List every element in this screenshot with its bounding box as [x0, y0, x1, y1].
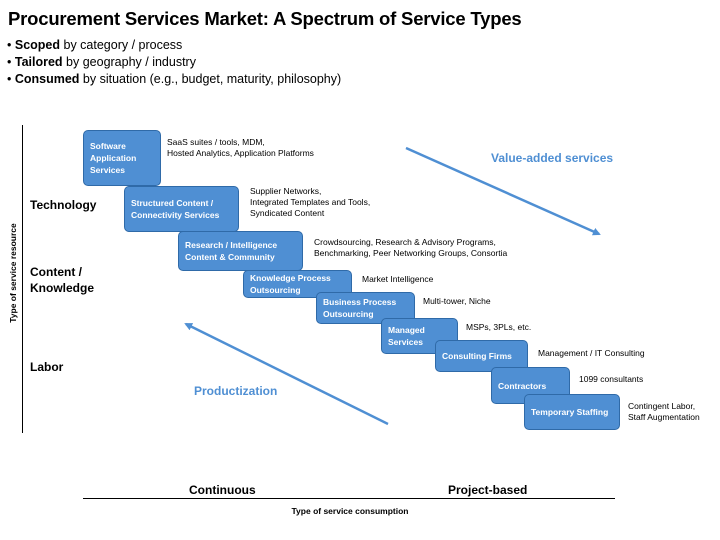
service-desc: MSPs, 3PLs, etc.: [466, 322, 532, 332]
service-research-intelligence: Research / Intelligence Content & Commun…: [178, 231, 303, 271]
bullet-item: • Scoped by category / process: [7, 38, 183, 52]
bullet-bold: Tailored: [14, 55, 63, 69]
service-desc: Multi-tower, Niche: [423, 296, 491, 306]
service-desc: Contingent Labor, Staff Augmentation: [628, 401, 700, 422]
value-added-arrow: [405, 146, 601, 236]
x-axis-line: [83, 498, 615, 499]
service-knowledge-process: Knowledge Process Outsourcing: [243, 270, 352, 298]
service-desc: SaaS suites / tools, MDM, Hosted Analyti…: [167, 137, 314, 158]
service-software-application: Software Application Services: [83, 130, 161, 186]
service-temporary-staffing: Temporary Staffing: [524, 394, 620, 430]
y-axis-line: [22, 125, 23, 433]
service-desc: Management / IT Consulting: [538, 348, 645, 358]
productization-label: Productization: [194, 384, 278, 398]
service-desc: 1099 consultants: [579, 374, 644, 384]
bullet-text: by situation (e.g., budget, maturity, ph…: [79, 72, 342, 86]
category-labor: Labor: [30, 360, 64, 374]
x-category-continuous: Continuous: [189, 483, 256, 497]
x-axis-title: Type of service consumption: [291, 506, 409, 516]
page-title: Procurement Services Market: A Spectrum …: [8, 8, 522, 29]
bullet-item: • Tailored by geography / industry: [7, 55, 196, 69]
category-content-knowledge: Content / Knowledge: [30, 265, 95, 295]
category-technology: Technology: [30, 198, 97, 212]
service-desc: Supplier Networks, Integrated Templates …: [250, 186, 371, 218]
productization-arrow: [184, 322, 389, 426]
bullet-bold: Consumed: [14, 72, 80, 86]
bullet-list: • Scoped by category / process • Tailore…: [7, 37, 341, 88]
value-added-label: Value-added services: [491, 151, 614, 165]
service-structured-content: Structured Content / Connectivity Servic…: [124, 186, 239, 232]
service-desc: Crowdsourcing, Research & Advisory Progr…: [314, 237, 508, 258]
bullet-bold: Scoped: [14, 38, 61, 52]
bullet-item: • Consumed by situation (e.g., budget, m…: [7, 72, 342, 86]
service-desc: Market Intelligence: [362, 274, 434, 284]
x-category-project-based: Project-based: [448, 483, 528, 497]
service-consulting-firms: Consulting Firms: [435, 340, 528, 372]
bullet-text: by geography / industry: [62, 55, 196, 69]
bullet-text: by category / process: [60, 38, 183, 52]
